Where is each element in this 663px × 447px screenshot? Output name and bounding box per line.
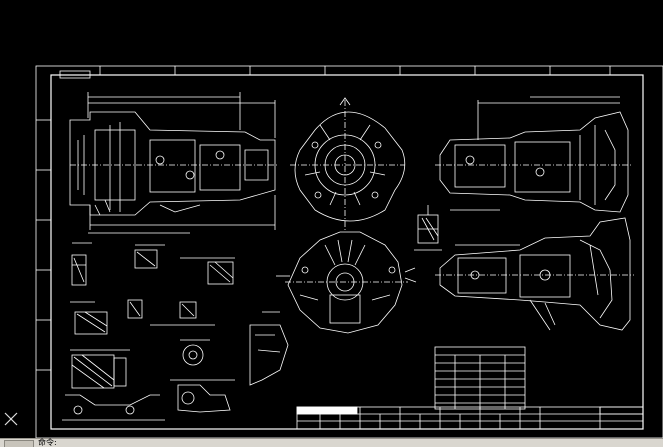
gearbox-section-view-right [435,217,634,331]
drawing-number-box [59,70,91,79]
gearbox-rear-view-bottom [276,231,417,334]
zone-ticks [36,66,611,371]
part-profile-center [249,311,289,386]
gearbox-side-view-left [69,92,278,234]
command-line-bar[interactable]: 命令: [0,438,663,447]
title-block [296,406,644,430]
sheet-inner-frame [50,74,644,430]
gearbox-front-view-top [290,97,406,230]
command-line-text: 命令: [38,438,57,447]
command-line-button[interactable] [4,440,34,447]
gearbox-side-view-right [435,96,632,213]
section-details-lower-left [62,339,235,421]
section-details-left [70,242,235,335]
ucs-x-icon [4,412,18,426]
detail-small-section [414,205,442,251]
parts-list-table [434,346,526,410]
